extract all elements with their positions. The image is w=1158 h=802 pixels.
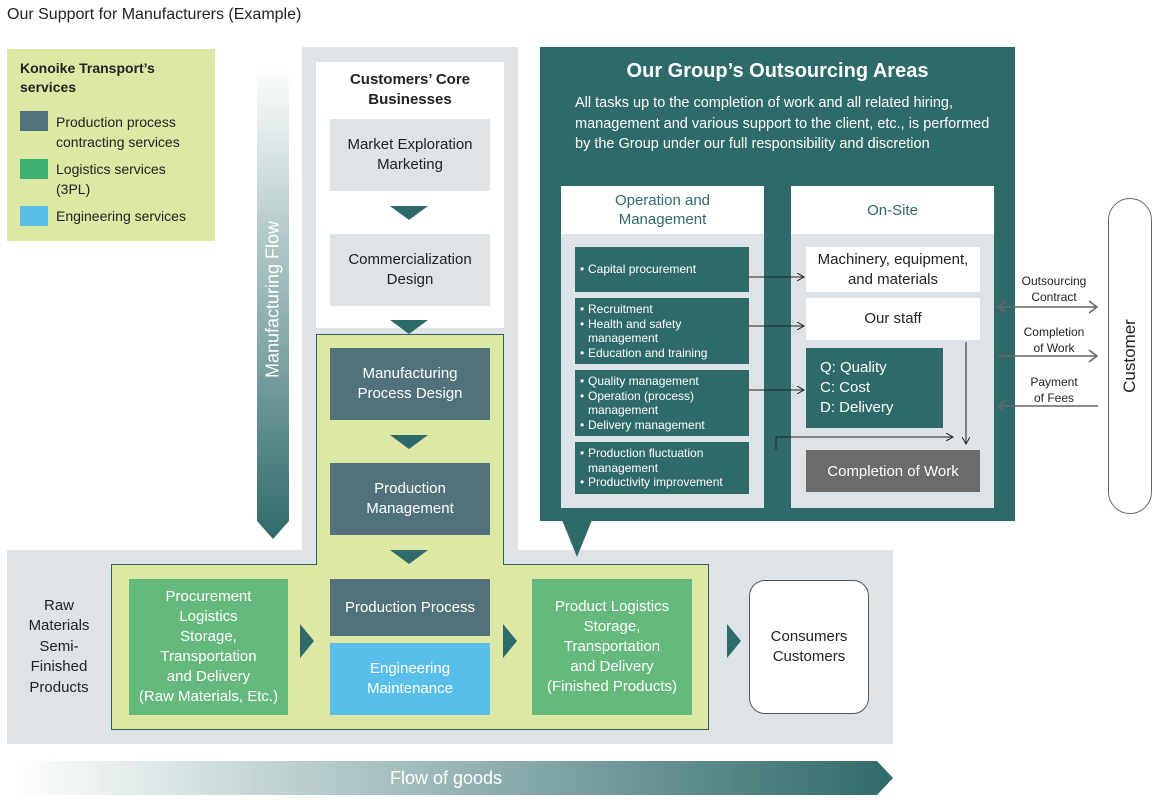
payment-of-fees-label: Payment of Fees — [1030, 375, 1078, 405]
page-title: Our Support for Manufacturers (Example) — [7, 6, 302, 23]
our-staff-box: Our staff — [806, 298, 980, 340]
ops-item-production: Production fluctuation management Produc… — [575, 442, 749, 494]
legend-label-logistics: Logistics services (3PL) — [56, 161, 166, 197]
qcd-box: Q: Quality C: Cost D: Delivery — [806, 348, 943, 428]
completion-of-work-label: Completion of Work — [1023, 325, 1085, 355]
production-management-box: Production Management — [330, 463, 490, 535]
arrow-down-2 — [390, 320, 428, 334]
core-businesses-heading: Customers’ Core Businesses — [349, 71, 471, 108]
services-region-edge-left — [111, 564, 317, 565]
legend-swatch-logistics — [20, 159, 48, 179]
market-exploration-box: Market Exploration Marketing — [330, 119, 490, 191]
arrow-down-1 — [390, 206, 428, 220]
manufacturing-flow-label: Manufacturing Flow — [262, 220, 283, 379]
ops-header: Operation and Management — [561, 186, 764, 234]
manufacturing-flow-arrow — [257, 65, 289, 539]
engineering-maintenance-box: Engineering Maintenance — [330, 643, 490, 715]
arrow-down-4 — [390, 550, 428, 564]
ops-bullet: Recruitment — [580, 302, 743, 317]
outsourcing-description: All tasks up to the completion of work a… — [575, 95, 990, 152]
raw-materials-label: Raw Materials Semi- Finished Products — [28, 596, 90, 696]
ops-bullet: Operation (process) management — [580, 389, 743, 418]
product-logistics-box: Product Logistics Storage, Transportatio… — [532, 579, 692, 715]
production-process-box: Production Process — [330, 579, 490, 636]
manufacturing-process-design-box: Manufacturing Process Design — [330, 348, 490, 420]
ops-bullet: Capital procurement — [580, 262, 743, 277]
flow-of-goods-arrow — [15, 761, 893, 795]
procurement-logistics-box: Procurement Logistics Storage, Transport… — [129, 579, 288, 715]
ops-item-recruitment: Recruitment Health and safety management… — [575, 298, 749, 364]
connector-arrows — [749, 240, 990, 450]
ops-bullet: Delivery management — [580, 418, 743, 433]
legend-swatch-production — [20, 111, 48, 131]
customer-label: Customer — [1120, 319, 1139, 393]
legend-heading: Konoike Transport’s services — [20, 60, 155, 95]
ops-bullet: Health and safety management — [580, 317, 743, 346]
legend: Konoike Transport’s services Production … — [7, 49, 215, 241]
ops-bullet: Quality management — [580, 374, 743, 389]
ops-item-capital: Capital procurement — [575, 247, 749, 292]
arrow-right-3 — [727, 624, 741, 658]
flow-of-goods-label: Flow of goods — [389, 767, 503, 788]
commercialization-box: Commercialization Design — [330, 234, 490, 306]
ops-bullet: Productivity improvement — [580, 475, 743, 490]
ops-item-quality: Quality management Operation (process) m… — [575, 370, 749, 436]
machinery-box: Machinery, equipment, and materials — [806, 247, 980, 292]
legend-label-production: Production process contracting services — [56, 114, 180, 150]
customer-capsule — [1108, 198, 1152, 514]
outsourcing-heading: Our Group’s Outsourcing Areas — [626, 60, 929, 82]
outsourcing-contract-label: Outsourcing Contract — [1021, 274, 1087, 304]
completion-of-work-box: Completion of Work — [806, 450, 980, 492]
arrow-right-1 — [300, 624, 314, 658]
ops-bullet: Production fluctuation management — [580, 446, 743, 475]
legend-swatch-engineering — [20, 206, 48, 226]
legend-label-engineering: Engineering services — [56, 208, 186, 224]
consumers-box: Consumers Customers — [749, 580, 869, 714]
ops-bullet: Education and training — [580, 346, 743, 361]
arrow-right-2 — [503, 624, 517, 658]
services-region-edge-right — [503, 564, 709, 565]
outsourcing-pointer — [562, 520, 592, 557]
onsite-header: On-Site — [791, 186, 994, 234]
customer-arrows — [996, 300, 1099, 410]
arrow-down-3 — [390, 435, 428, 449]
